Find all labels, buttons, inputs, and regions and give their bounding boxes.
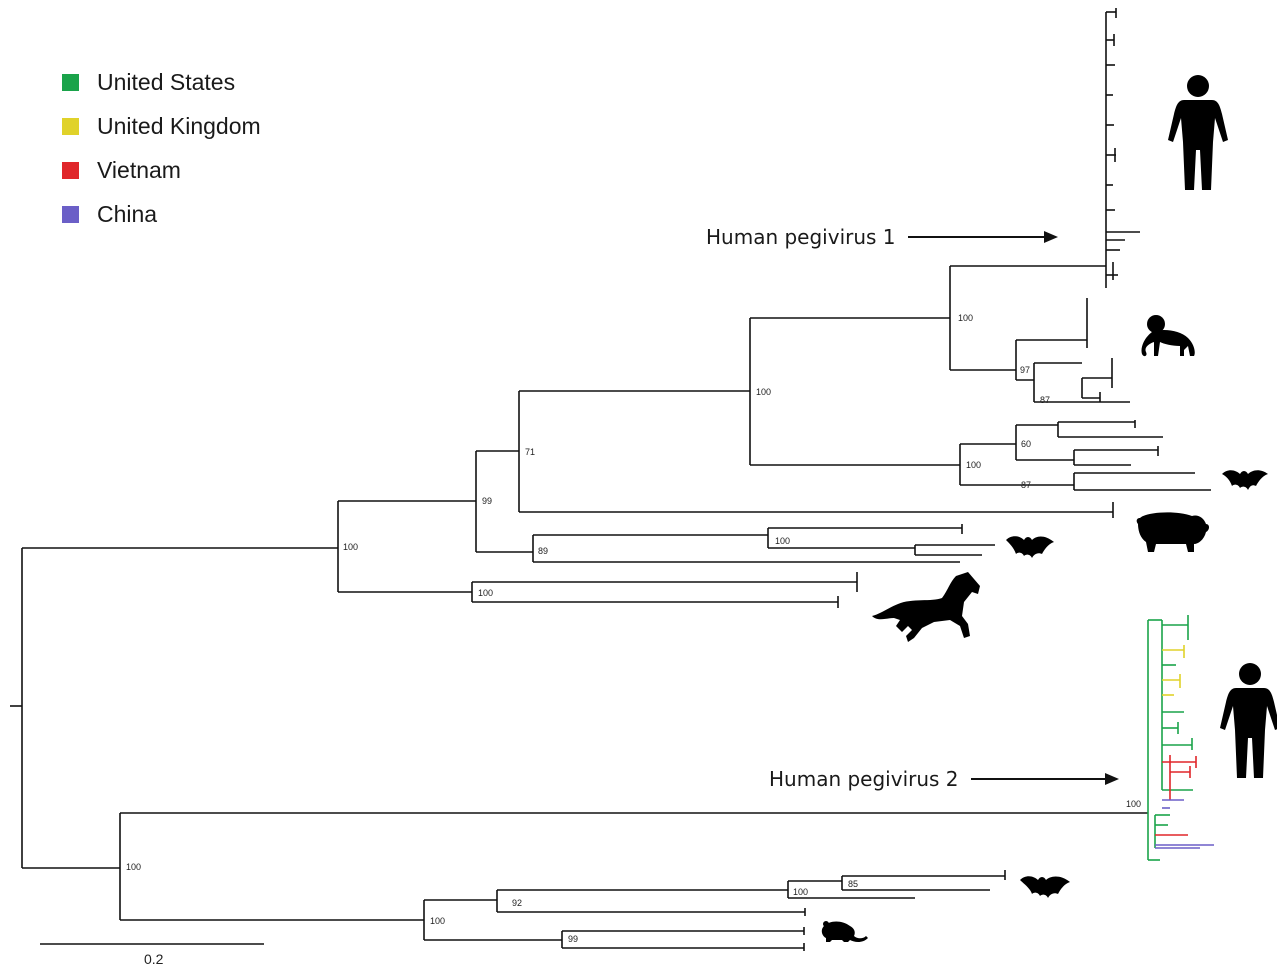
human-silhouette-icon	[1168, 75, 1228, 190]
bootstrap-label: 89	[538, 546, 548, 556]
bootstrap-label: 100	[756, 387, 771, 397]
bootstrap-label: 71	[525, 447, 535, 457]
bat-silhouette-icon	[1006, 536, 1054, 558]
bootstrap-label: 100	[775, 536, 790, 546]
bootstrap-label: 87	[1021, 480, 1031, 490]
bootstrap-label: 100	[966, 460, 981, 470]
bat-silhouette-icon	[1020, 876, 1070, 898]
pig-silhouette-icon	[1137, 512, 1209, 552]
bootstrap-label: 100	[343, 542, 358, 552]
bootstrap-label: 99	[568, 934, 578, 944]
hpgv2-clade	[1148, 615, 1214, 860]
bootstrap-label: 99	[482, 496, 492, 506]
bootstrap-label: 100	[793, 887, 808, 897]
bootstrap-label: 92	[512, 898, 522, 908]
bootstrap-label: 97	[1020, 365, 1030, 375]
bootstrap-label: 100	[126, 862, 141, 872]
human-silhouette-icon	[1220, 663, 1277, 778]
bootstrap-label: 100	[1126, 799, 1141, 809]
monkey-silhouette-icon	[1141, 315, 1194, 356]
bootstrap-label: 100	[478, 588, 493, 598]
bootstrap-label: 100	[958, 313, 973, 323]
rodent-silhouette-icon	[822, 921, 868, 942]
bootstrap-label: 100	[430, 916, 445, 926]
scale-bar: 0.2	[40, 944, 264, 967]
bat-silhouette-icon	[1222, 470, 1268, 490]
horse-silhouette-icon	[872, 572, 980, 642]
bootstrap-label: 87	[1040, 395, 1050, 405]
bootstrap-label: 85	[848, 879, 858, 889]
scale-bar-label: 0.2	[144, 951, 164, 967]
bootstrap-label: 60	[1021, 439, 1031, 449]
bootstrap-labels: 100 97 87 100 60 100 87 71 99 100 89 100…	[126, 313, 1141, 944]
